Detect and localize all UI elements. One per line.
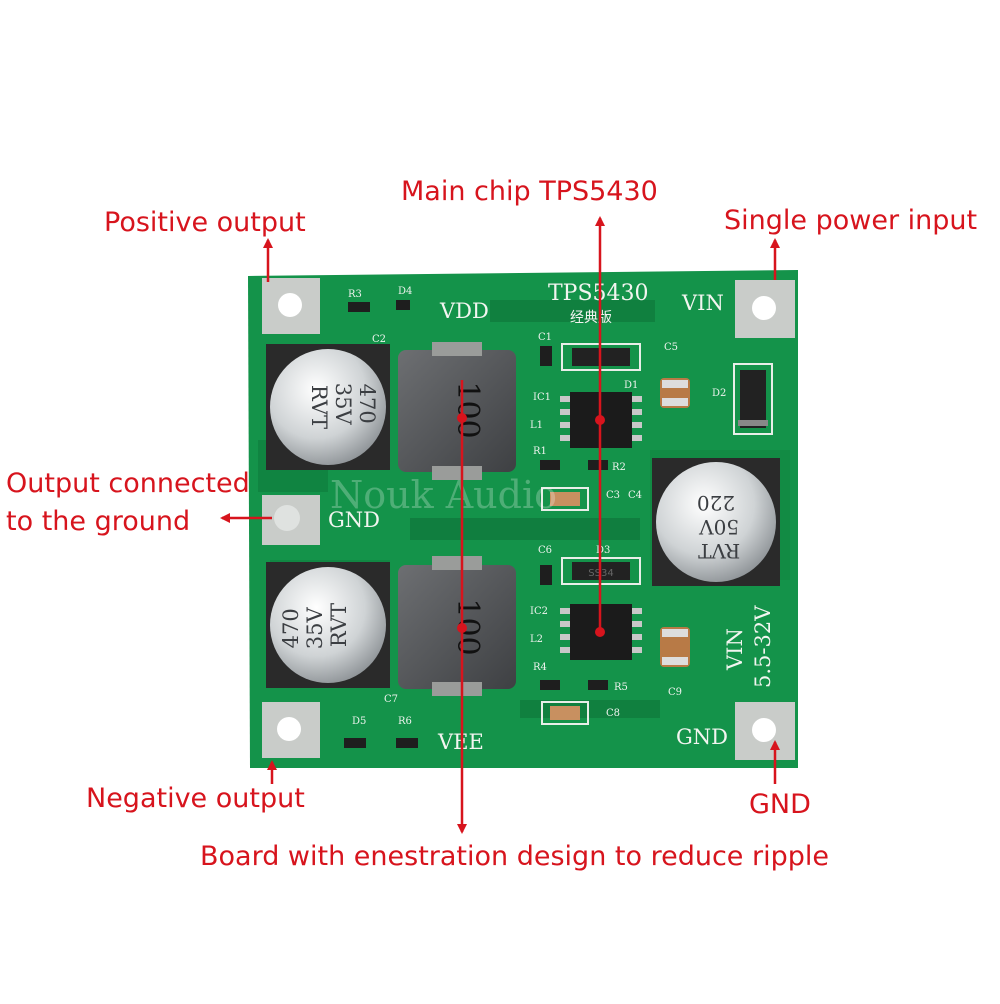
capacitor-right: RVT 50V 220 xyxy=(652,458,780,586)
svg-text:C1: C1 xyxy=(538,332,552,343)
label-negative-output: Negative output xyxy=(86,783,305,814)
annotation-arrows xyxy=(220,216,780,834)
svg-text:R2: R2 xyxy=(612,462,626,473)
svg-text:D5: D5 xyxy=(352,716,366,727)
silk-vin-side: VIN xyxy=(723,628,747,671)
label-positive-output: Positive output xyxy=(104,207,306,238)
label-single-power-input: Single power input xyxy=(724,205,978,236)
svg-text:D4: D4 xyxy=(398,286,412,297)
svg-text:C7: C7 xyxy=(384,694,398,705)
svg-text:C3: C3 xyxy=(606,490,620,501)
label-output-ground-2: to the ground xyxy=(6,506,191,537)
svg-text:470 35V RVT: 470 35V RVT xyxy=(279,601,351,650)
svg-text:R4: R4 xyxy=(533,662,547,673)
silk-edition: 经典版 xyxy=(570,310,612,326)
svg-text:C4: C4 xyxy=(628,490,642,501)
svg-text:IC2: IC2 xyxy=(530,606,548,617)
label-output-ground-1: Output connected xyxy=(6,468,250,499)
svg-text:D3: D3 xyxy=(596,545,610,556)
silk-vin-top: VIN xyxy=(681,291,724,315)
capacitor-top-left: 470 35V RVT xyxy=(266,344,390,470)
svg-text:IC1: IC1 xyxy=(533,392,551,403)
ceramic-capacitors xyxy=(541,378,690,725)
svg-text:R3: R3 xyxy=(348,289,362,300)
svg-text:C2: C2 xyxy=(372,334,386,345)
svg-text:C5: C5 xyxy=(664,342,678,353)
pad-gnd-input xyxy=(735,702,795,760)
svg-text:100: 100 xyxy=(450,598,485,655)
pad-vin xyxy=(735,280,795,338)
silkscreen-labels: TPS5430 经典版 VDD VIN GND VEE GND VIN 5.5-… xyxy=(328,281,775,754)
svg-text:R5: R5 xyxy=(614,682,628,693)
svg-text:C9: C9 xyxy=(668,687,682,698)
label-main-chip: Main chip TPS5430 xyxy=(401,176,658,207)
svg-text:D1: D1 xyxy=(624,380,638,391)
pad-negative-output xyxy=(262,702,320,758)
pad-gnd-output xyxy=(262,495,320,545)
silk-gnd-mid: GND xyxy=(328,508,380,532)
svg-text:R6: R6 xyxy=(398,716,412,727)
capacitor-bottom-left: 470 35V RVT xyxy=(266,562,390,688)
pad-positive-output xyxy=(262,278,320,334)
svg-text:470 35V RVT: 470 35V RVT xyxy=(307,383,379,432)
svg-text:L2: L2 xyxy=(530,634,543,645)
silk-tps5430: TPS5430 xyxy=(548,281,649,306)
svg-text:R1: R1 xyxy=(533,446,547,457)
silk-gnd-right: GND xyxy=(676,725,728,749)
silk-vdd: VDD xyxy=(439,299,489,323)
svg-text:RVT 50V 220: RVT 50V 220 xyxy=(692,491,741,563)
inductor-bottom: 100 xyxy=(398,556,516,696)
svg-text:L1: L1 xyxy=(530,420,543,431)
svg-text:100: 100 xyxy=(450,381,485,438)
silk-range: 5.5-32V xyxy=(751,605,775,688)
label-board-design: Board with enestration design to reduce … xyxy=(200,841,829,872)
watermark: Nouk Audio xyxy=(330,473,557,517)
inductor-top: 100 xyxy=(398,342,516,480)
silk-vee: VEE xyxy=(437,730,484,754)
annotation-dots xyxy=(457,413,605,637)
svg-text:C6: C6 xyxy=(538,545,552,556)
label-gnd: GND xyxy=(749,789,811,820)
svg-text:D2: D2 xyxy=(712,388,726,399)
diode-d2 xyxy=(733,363,773,435)
smd-resistors xyxy=(344,300,608,748)
svg-text:C8: C8 xyxy=(606,708,620,719)
